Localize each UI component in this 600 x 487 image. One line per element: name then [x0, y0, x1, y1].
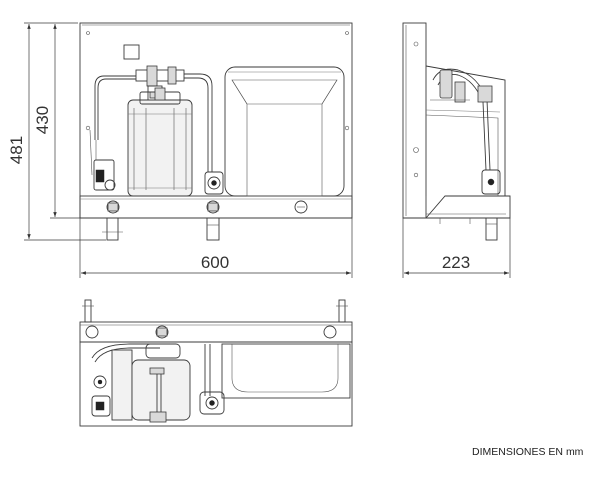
side-view	[402, 22, 511, 241]
side-panel	[402, 22, 427, 219]
tray-hole-left	[106, 200, 120, 214]
units-note: DIMENSIONES EN mm	[472, 446, 583, 458]
dimension-label-481: 481	[7, 136, 26, 164]
shutoff-valve	[204, 171, 224, 195]
dimension-label-223: 223	[442, 253, 470, 272]
tray-hole-middle	[206, 200, 220, 214]
top-pressure-switch	[111, 349, 133, 421]
control-box	[123, 44, 140, 60]
filter-cartridge	[127, 99, 193, 197]
top-basin-rim	[221, 343, 351, 399]
top-view	[79, 299, 353, 427]
pipe-right-vertical	[184, 73, 213, 172]
dimension-width: 600	[79, 218, 353, 278]
units-note-main: DIMENSIONES EN	[472, 446, 564, 458]
front-view	[79, 22, 353, 241]
dimension-depth: 223	[402, 218, 511, 278]
dimension-total-height: 481	[7, 22, 106, 241]
side-bottom-bracket	[403, 195, 511, 219]
top-body	[79, 341, 353, 427]
units-note-unit: mm	[565, 446, 584, 458]
dimension-label-430: 430	[33, 106, 52, 134]
dimension-label-600: 600	[201, 253, 229, 272]
valve-assembly	[135, 69, 185, 82]
pipe-loop-left	[94, 75, 136, 140]
side-box-outline	[425, 65, 506, 196]
pressure-switch	[93, 159, 115, 191]
side-pipe-bottom	[485, 217, 498, 241]
tray-hole-right	[294, 200, 308, 214]
dimension-body-height: 430	[33, 24, 80, 219]
front-pipe-left	[106, 217, 119, 241]
front-pipe-right	[206, 217, 220, 241]
sink-basin	[224, 66, 345, 197]
